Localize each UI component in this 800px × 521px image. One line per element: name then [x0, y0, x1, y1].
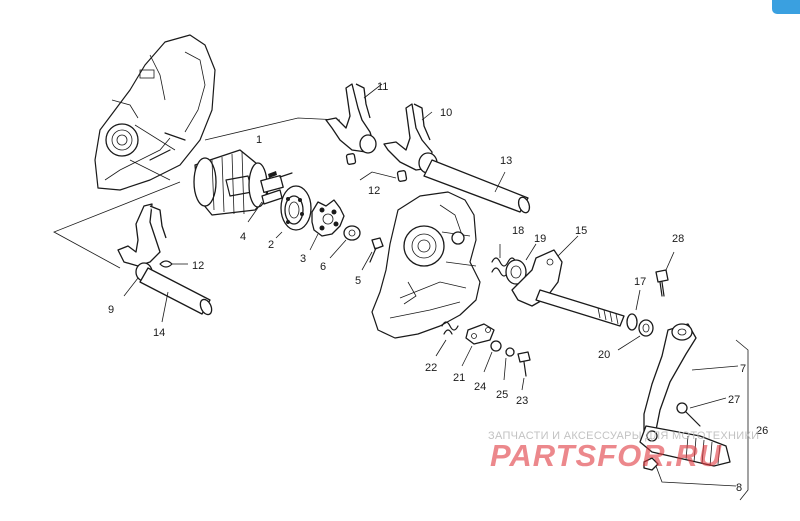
- callout-28: 28: [672, 233, 684, 245]
- part-12-pin-lower: [159, 260, 188, 268]
- part-19-roller: [505, 243, 537, 285]
- part-18-spring: [491, 244, 517, 277]
- callout-12-upper: 12: [368, 185, 380, 197]
- callout-24: 24: [474, 381, 486, 393]
- callout-18: 18: [512, 225, 524, 237]
- part-15-shift-shaft: [511, 235, 625, 327]
- part-3-star-wheel: [309, 199, 345, 251]
- callout-19: 19: [534, 233, 546, 245]
- part-28-bolt: [655, 251, 675, 297]
- part-14-shaft: [139, 267, 213, 323]
- part-shift-drum: [193, 149, 293, 216]
- part-17-seal: [626, 289, 641, 331]
- bracket-26: [735, 339, 749, 501]
- callout-3: 3: [300, 253, 306, 265]
- part-23-screw: [517, 351, 531, 391]
- callout-21: 21: [453, 372, 465, 384]
- callout-22: 22: [425, 362, 437, 374]
- engine-case-center: [371, 191, 481, 339]
- ref-line-2: [53, 181, 181, 269]
- callout-2: 2: [268, 239, 274, 251]
- watermark-logo: PARTSFOR.RU: [490, 438, 723, 473]
- part-13-fork-shaft: [423, 159, 531, 214]
- part-10-shift-fork: [383, 103, 438, 174]
- part-12-pins: [345, 153, 408, 182]
- corner-accent: [772, 0, 800, 14]
- part-22-spring: [435, 321, 459, 357]
- part-21-plate: [461, 323, 495, 367]
- part-27-bolt: [676, 397, 727, 427]
- callout-12-lower: 12: [192, 260, 204, 272]
- part-25-washer: [503, 347, 515, 381]
- part-20-washer: [617, 319, 654, 351]
- ref-line-1: [204, 117, 341, 141]
- callout-4: 4: [240, 231, 246, 243]
- callout-26: 26: [756, 425, 768, 437]
- part-6-washer: [329, 225, 361, 259]
- part-2-bearing: [275, 185, 312, 239]
- callout-14: 14: [153, 327, 165, 339]
- callout-23: 23: [516, 395, 528, 407]
- callout-27: 27: [728, 394, 740, 406]
- part-26-shift-lever: [639, 323, 739, 467]
- callout-labels: 1 2 3 4 5 6 7 8 9 10 11 12 12 13 14 15 1…: [108, 81, 768, 494]
- callout-17: 17: [634, 276, 646, 288]
- callout-20: 20: [598, 349, 610, 361]
- watermark-tagline: ЗАПЧАСТИ И АКСЕССУАРЫ ДЛЯ МОТОТЕХНИКИ: [488, 430, 759, 442]
- callout-5: 5: [355, 275, 361, 287]
- callout-13: 13: [500, 155, 512, 167]
- callout-8: 8: [736, 482, 742, 494]
- callout-1: 1: [256, 134, 262, 146]
- part-5-screw: [361, 237, 384, 271]
- callout-11: 11: [377, 81, 388, 93]
- part-11-shift-fork: [325, 83, 383, 154]
- watermark: ЗАПЧАСТИ И АКСЕССУАРЫ ДЛЯ МОТОТЕХНИКИ PA…: [488, 430, 759, 473]
- callout-15: 15: [575, 225, 587, 237]
- callout-25: 25: [496, 389, 508, 401]
- callout-6: 6: [320, 261, 326, 273]
- part-8-nut: [643, 457, 737, 487]
- part-24-washer: [483, 340, 502, 373]
- callout-9: 9: [108, 304, 114, 316]
- callout-10: 10: [440, 107, 452, 119]
- engine-case-left: [94, 34, 216, 191]
- callout-7: 7: [740, 363, 746, 375]
